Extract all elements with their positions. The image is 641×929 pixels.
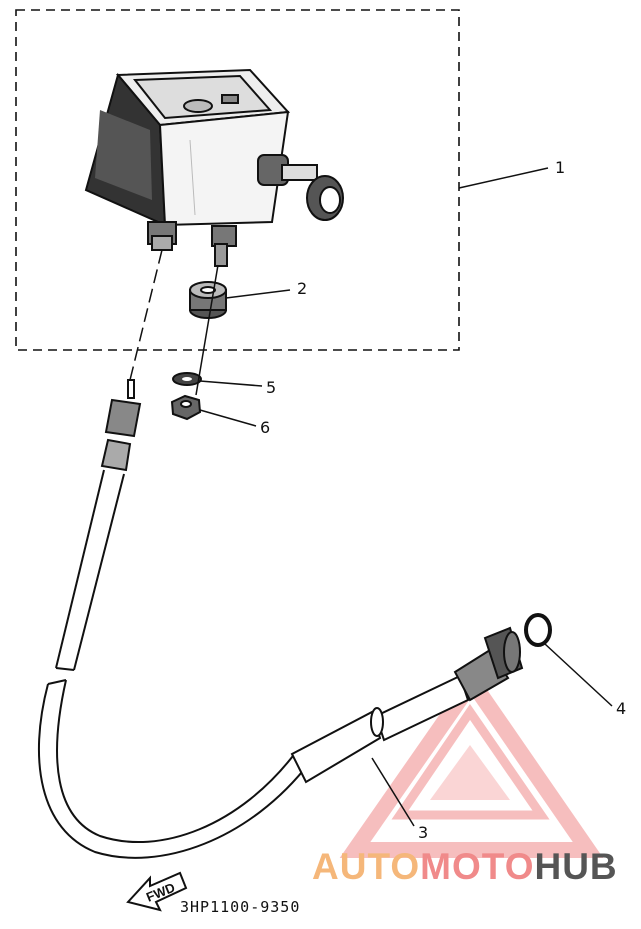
meter-assembly xyxy=(84,68,344,267)
nut xyxy=(170,394,202,421)
callout-1: 1 xyxy=(555,158,565,177)
watermark-moto: MOTO xyxy=(420,846,534,887)
cable-centerline xyxy=(129,249,163,381)
o-ring xyxy=(524,613,552,647)
assembly-boundary xyxy=(15,9,460,351)
part-number: 3HP1100-9350 xyxy=(180,898,300,916)
callout-6: 6 xyxy=(260,418,270,437)
watermark-logo xyxy=(339,667,604,858)
callout-2: 2 xyxy=(297,279,307,298)
watermark-auto: AUTO xyxy=(312,846,420,887)
watermark-hub: HUB xyxy=(534,846,617,887)
cable-upper-fitting xyxy=(100,379,142,472)
callout-5: 5 xyxy=(266,378,276,397)
fwd-arrow xyxy=(126,871,188,912)
cable xyxy=(38,469,524,859)
leader-lines xyxy=(199,167,613,827)
watermark-text: AUTOMOTOHUB xyxy=(312,846,618,887)
callout-3: 3 xyxy=(418,823,428,842)
callout-4: 4 xyxy=(616,699,626,718)
stud-centerline xyxy=(195,264,219,396)
grommet xyxy=(189,281,227,319)
